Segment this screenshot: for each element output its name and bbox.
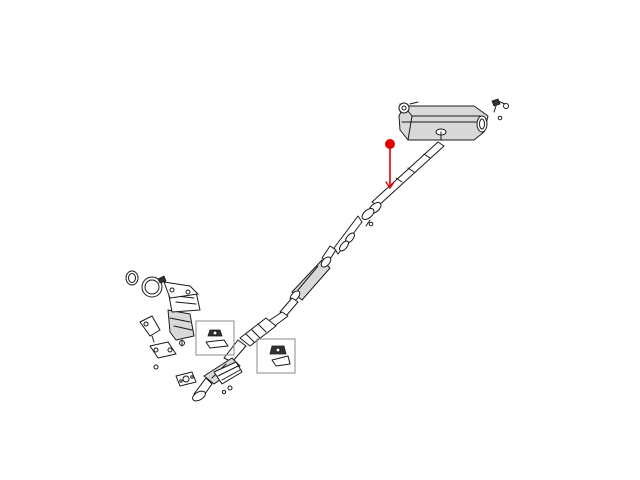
pipe-clamp[interactable]: [360, 200, 383, 227]
resonator[interactable]: [288, 255, 332, 303]
converter-flange[interactable]: [163, 281, 199, 299]
callout-dot[interactable]: [385, 139, 395, 149]
converter-bracket[interactable]: [139, 315, 161, 343]
bolt[interactable]: [179, 339, 185, 347]
nut[interactable]: [153, 364, 159, 370]
muffler-hanger-right[interactable]: [491, 98, 509, 121]
inset-hanger-box-1[interactable]: [195, 320, 235, 356]
front-pipe[interactable]: [321, 215, 363, 263]
flex-pipe[interactable]: [239, 317, 277, 347]
callout-marker[interactable]: [385, 139, 395, 190]
catalytic-converter[interactable]: [167, 289, 201, 341]
gasket-ring[interactable]: [125, 270, 139, 286]
support-bracket[interactable]: [149, 341, 177, 359]
flange-gasket[interactable]: [175, 371, 197, 387]
heat-shield[interactable]: [213, 361, 243, 385]
inset-hanger-box-2[interactable]: [256, 338, 296, 374]
turbo-clamp[interactable]: [141, 275, 167, 298]
exhaust-tip[interactable]: [476, 115, 488, 133]
stud-bolt[interactable]: [221, 385, 233, 395]
muffler-hanger-left[interactable]: [398, 101, 419, 114]
rear-muffler[interactable]: [398, 103, 489, 141]
intermediate-pipe[interactable]: [371, 131, 445, 207]
